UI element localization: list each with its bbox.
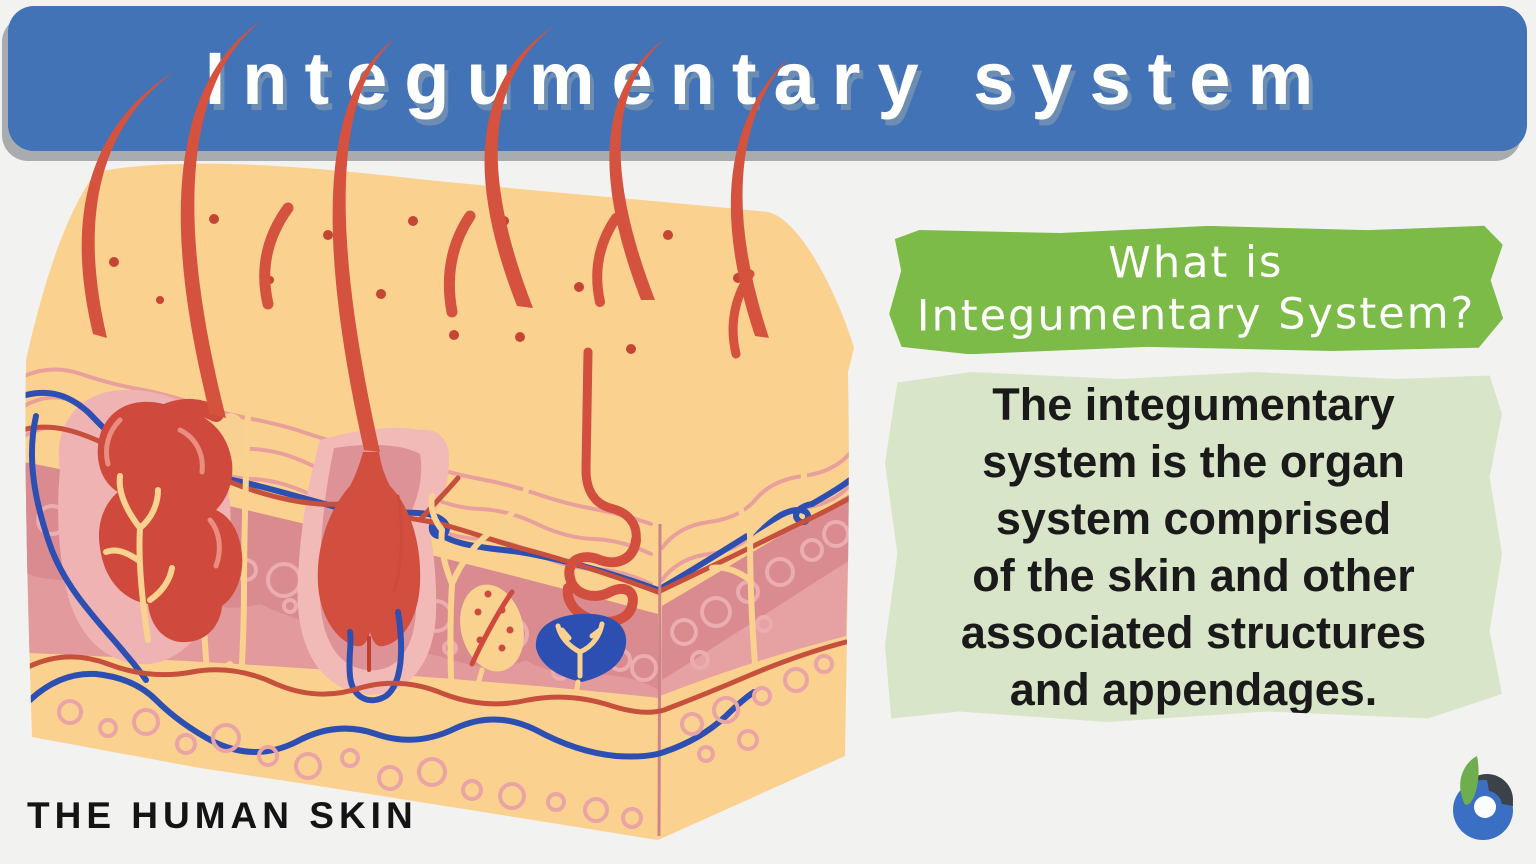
artery-branch <box>417 475 461 523</box>
question-banner: What is Integumentary System? <box>889 224 1504 354</box>
dashed-gland <box>460 584 524 715</box>
caption-label: THE HUMAN SKIN <box>27 795 418 836</box>
biology-online-logo <box>1453 756 1513 840</box>
pacinian-corpuscle <box>535 613 627 721</box>
fat-cells <box>57 654 834 829</box>
page-title: Integumentary system <box>204 37 1331 120</box>
logo-leaf <box>1460 756 1479 805</box>
vein-lower <box>27 670 757 760</box>
vein-left-vertical <box>29 413 149 683</box>
skin-illustration <box>25 20 855 840</box>
question-line-1: What is <box>1108 237 1284 289</box>
question-line-2: Integumentary System? <box>916 288 1476 341</box>
hair-follicle-middle <box>317 452 421 704</box>
vein-follicle-loop <box>346 609 405 704</box>
nerve-over-follicle <box>103 473 175 643</box>
definition-panel: The integumentary system is the organ sy… <box>885 372 1502 722</box>
block-corner-edge <box>657 523 662 837</box>
title-banner: Integumentary system <box>8 6 1527 151</box>
surface-dots <box>109 214 743 354</box>
hair-follicle-left <box>97 399 243 643</box>
artery-lower <box>25 639 849 715</box>
hypodermis-vessels <box>25 639 849 760</box>
definition-text: The integumentary system is the organ sy… <box>960 379 1427 715</box>
hairs <box>81 20 790 452</box>
logo-hole <box>1474 796 1496 818</box>
